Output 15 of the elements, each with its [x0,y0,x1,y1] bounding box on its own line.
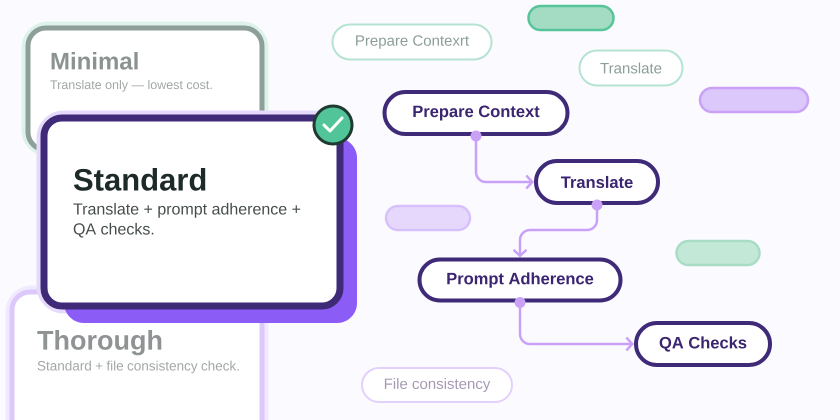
empty-pill [384,204,472,232]
empty-pill [527,4,615,32]
step-pill: Prepare Context [382,90,570,136]
step-pill: QA Checks [634,321,772,367]
step-pill: Translate [534,159,660,205]
faded-pill: Translate [578,50,684,86]
faded-pill: Prepare Contexrt [332,24,492,60]
empty-pill [675,240,761,266]
empty-pill [698,86,810,114]
step-pill: Prompt Adherence [418,258,622,302]
connector-arrow [514,297,634,352]
connector-arrow [512,200,602,258]
connector-arrow [470,130,534,190]
option-card: Standard Translate + prompt adherence + QA checks. [36,110,357,323]
faded-pill: File consistency [361,367,513,403]
